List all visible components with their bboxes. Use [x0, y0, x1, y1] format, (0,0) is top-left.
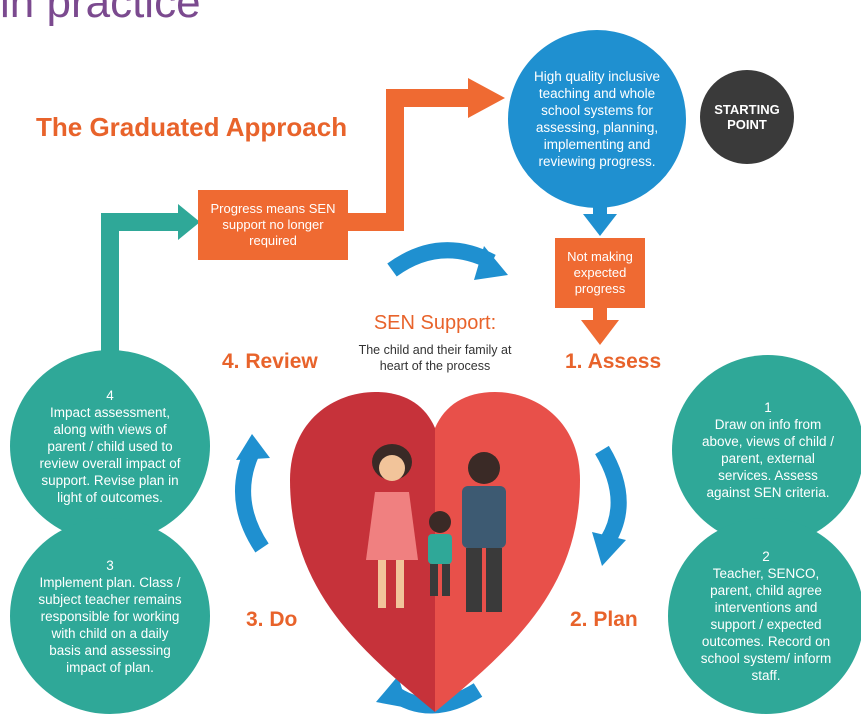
step-do-circle: 3 Implement plan. Class / subject teache… — [10, 518, 210, 714]
mother-dress — [366, 492, 418, 560]
child-shirt — [428, 534, 452, 564]
progress-box: Progress means SEN support no longer req… — [198, 190, 348, 260]
step-do-number: 3 — [106, 557, 114, 573]
step-do-label: 3. Do — [246, 608, 298, 631]
sen-support-subtitle: The child and their family at heart of t… — [358, 343, 512, 373]
mother-head — [379, 455, 405, 481]
step-plan-circle: 2 Teacher, SENCO, parent, child agree in… — [668, 518, 861, 714]
start-circle: High quality inclusive teaching and whol… — [508, 30, 686, 208]
cycle-arrowhead-bottom — [376, 676, 408, 708]
step-plan-text: Teacher, SENCO, parent, child agree inte… — [700, 566, 832, 683]
orange-arrowhead — [468, 78, 505, 118]
cycle-arrowhead-right — [592, 532, 626, 566]
child-leg-right — [442, 564, 450, 596]
orange-down-arrowhead — [581, 320, 619, 345]
father-leg-right — [486, 548, 502, 612]
father-shirt — [462, 486, 506, 548]
blue-down-arrowhead — [583, 214, 617, 236]
step-review-text: Impact assessment, along with views of p… — [39, 404, 181, 505]
progress-box-text: Progress means SEN support no longer req… — [210, 201, 336, 248]
step-assess-number: 1 — [764, 400, 772, 415]
step-review-circle: 4 Impact assessment, along with views of… — [10, 350, 210, 542]
cycle-arrowhead-left — [236, 434, 270, 460]
step-assess-text: Draw on info from above, views of child … — [701, 417, 835, 500]
father-leg-left — [466, 548, 482, 612]
child-leg-left — [430, 564, 438, 596]
starting-point-line2: POINT — [727, 117, 767, 132]
mother-leg-left — [378, 560, 386, 608]
not-making-progress-box: Not making expected progress — [555, 238, 645, 308]
teal-arrowhead — [178, 204, 200, 240]
orange-connector — [330, 89, 470, 231]
heart-right-half — [435, 392, 580, 712]
diagram-title: The Graduated Approach — [36, 112, 348, 142]
cycle-arrowhead-top — [474, 246, 508, 280]
mother-leg-right — [396, 560, 404, 608]
page-heading: in practice — [0, 0, 201, 27]
sen-support-title: SEN Support: — [373, 312, 497, 334]
start-circle-text: High quality inclusive teaching and whol… — [533, 69, 661, 169]
father-head — [468, 452, 500, 484]
not-making-progress-text: Not making expected progress — [567, 249, 633, 296]
teal-connector — [101, 213, 180, 370]
step-review-number: 4 — [106, 387, 114, 403]
step-plan-label: 2. Plan — [570, 608, 638, 631]
cycle-arrow-right — [595, 445, 627, 545]
cycle-arrow-left — [235, 448, 269, 553]
step-assess-label: 1. Assess — [565, 350, 662, 373]
child-head — [429, 511, 451, 533]
step-review-label: 4. Review — [222, 350, 318, 373]
step-assess-circle: 1 Draw on info from above, views of chil… — [672, 355, 861, 545]
starting-point-line1: STARTING — [714, 102, 780, 117]
starting-point-badge: STARTING POINT — [700, 70, 794, 164]
step-plan-number: 2 — [762, 549, 770, 564]
step-do-text: Implement plan. Class / subject teacher … — [38, 574, 182, 675]
